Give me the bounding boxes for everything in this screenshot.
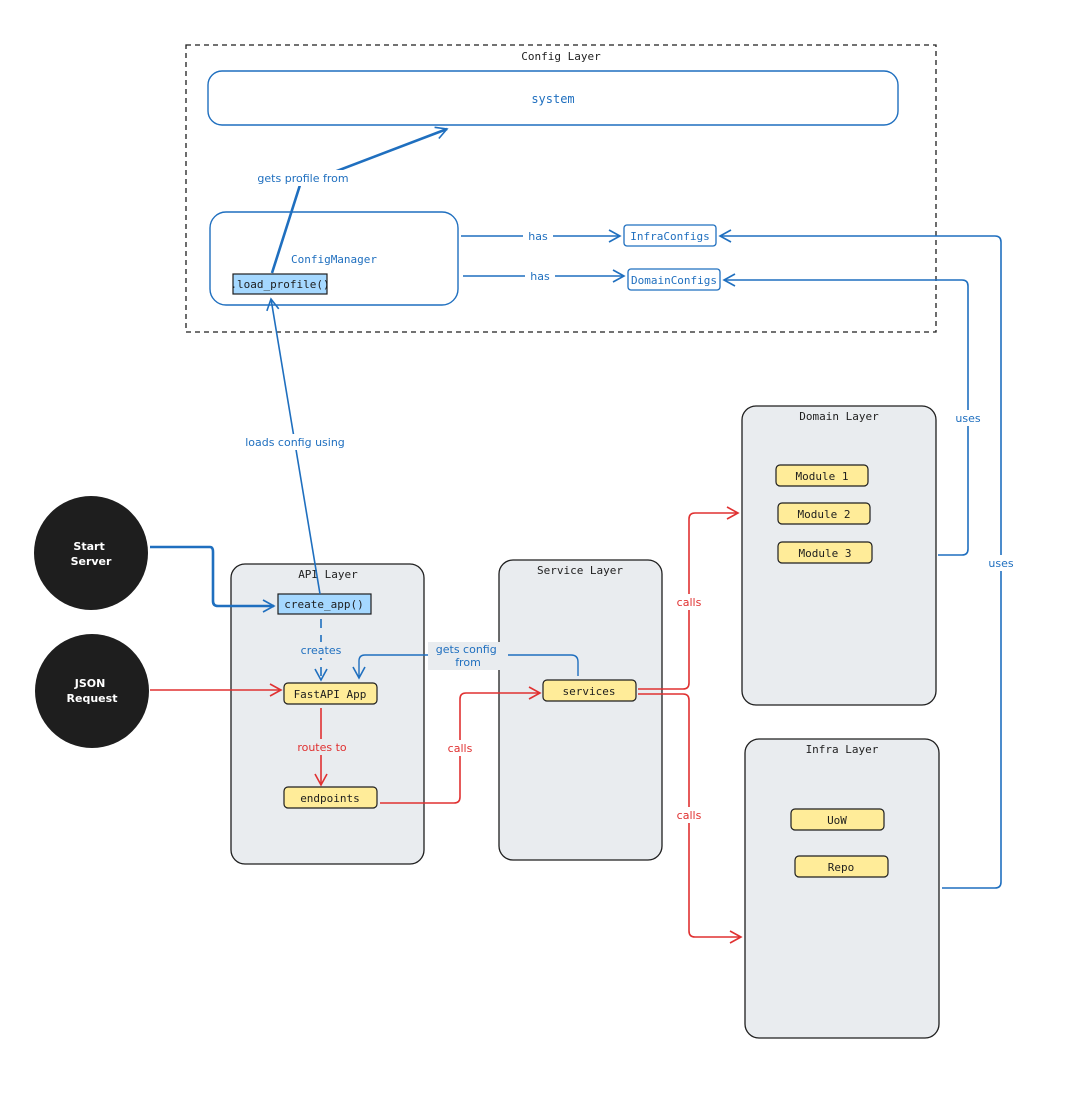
infra-layer-title: Infra Layer bbox=[806, 743, 879, 756]
creates-label-bg bbox=[298, 642, 344, 658]
calls-domain-label: calls bbox=[677, 596, 702, 609]
gets-profile-label-bg bbox=[250, 170, 356, 186]
module-3-box bbox=[777, 541, 873, 564]
domain-configs-label: DomainConfigs bbox=[631, 274, 717, 287]
gets-config-line-2: from bbox=[455, 656, 481, 669]
start-server-line-2: Server bbox=[71, 555, 112, 568]
has-domain-label-bg bbox=[525, 268, 555, 283]
creates-label: creates bbox=[301, 644, 342, 657]
start-server-label: Start Server bbox=[71, 540, 112, 568]
start-server-line-1: Start bbox=[73, 540, 104, 553]
has-infra-label: has bbox=[528, 230, 548, 243]
create-app-box bbox=[277, 593, 372, 615]
infra-layer-panel bbox=[744, 738, 940, 1039]
infra-configs-box bbox=[623, 224, 717, 247]
gets-config-label: gets config from bbox=[436, 643, 500, 669]
calls-services-label: calls bbox=[448, 742, 473, 755]
gets-profile-label: gets profile from bbox=[257, 172, 348, 185]
has-domain-label: has bbox=[530, 270, 550, 283]
system-box bbox=[207, 70, 899, 126]
system-label: system bbox=[531, 92, 574, 106]
has-infra-label-bg bbox=[523, 228, 553, 243]
routes-to-label-bg bbox=[292, 739, 352, 755]
infra-configs-label: InfraConfigs bbox=[630, 230, 709, 243]
load-profile-label: .load_profile() bbox=[230, 278, 329, 291]
calls-infra-label-bg bbox=[675, 807, 703, 823]
service-layer-title: Service Layer bbox=[537, 564, 623, 577]
domain-configs-box bbox=[627, 268, 721, 291]
endpoints-box bbox=[283, 786, 378, 809]
module-1-label: Module 1 bbox=[796, 470, 849, 483]
start-server-arrow bbox=[150, 545, 276, 613]
json-request-line-2: Request bbox=[67, 692, 118, 705]
json-request-line-1: JSON bbox=[74, 677, 106, 690]
repo-label: Repo bbox=[828, 861, 855, 874]
uow-box bbox=[790, 808, 885, 831]
config-manager-box bbox=[209, 211, 459, 306]
loads-config-label-bg bbox=[240, 434, 350, 450]
create-app-label: create_app() bbox=[284, 598, 363, 611]
module-2-box bbox=[777, 502, 871, 525]
loads-config-label: loads config using bbox=[245, 436, 345, 449]
json-request-node bbox=[35, 634, 149, 748]
load-profile-box bbox=[232, 273, 328, 295]
repo-box bbox=[794, 855, 889, 878]
calls-domain-label-bg bbox=[675, 594, 703, 610]
calls-infra-label: calls bbox=[677, 809, 702, 822]
fastapi-app-box bbox=[283, 682, 378, 705]
module-3-label: Module 3 bbox=[799, 547, 852, 560]
gets-profile-arrow bbox=[270, 126, 449, 274]
services-box bbox=[542, 679, 637, 702]
domain-uses-label: uses bbox=[955, 412, 980, 425]
fastapi-app-label: FastAPI App bbox=[294, 688, 367, 701]
module-1-box bbox=[775, 464, 869, 487]
domain-layer-title: Domain Layer bbox=[799, 410, 879, 423]
calls-services-label-bg bbox=[446, 740, 474, 756]
config-layer-title: Config Layer bbox=[521, 50, 601, 63]
services-label: services bbox=[563, 685, 616, 698]
api-layer-title: API Layer bbox=[298, 568, 358, 581]
config-manager-label: ConfigManager bbox=[291, 253, 377, 266]
infra-uses-label: uses bbox=[988, 557, 1013, 570]
config-layer-frame bbox=[185, 44, 937, 333]
gets-config-label-bg bbox=[428, 642, 508, 670]
gets-config-line-1: gets config bbox=[436, 643, 497, 656]
domain-uses-label-bg bbox=[952, 410, 986, 426]
json-request-label: JSON Request bbox=[67, 677, 118, 705]
routes-to-label: routes to bbox=[297, 741, 347, 754]
uow-label: UoW bbox=[827, 814, 847, 827]
module-2-label: Module 2 bbox=[798, 508, 851, 521]
infra-uses-label-bg bbox=[985, 555, 1019, 571]
start-server-node bbox=[34, 496, 148, 610]
service-layer-panel bbox=[498, 559, 663, 861]
endpoints-label: endpoints bbox=[300, 792, 360, 805]
